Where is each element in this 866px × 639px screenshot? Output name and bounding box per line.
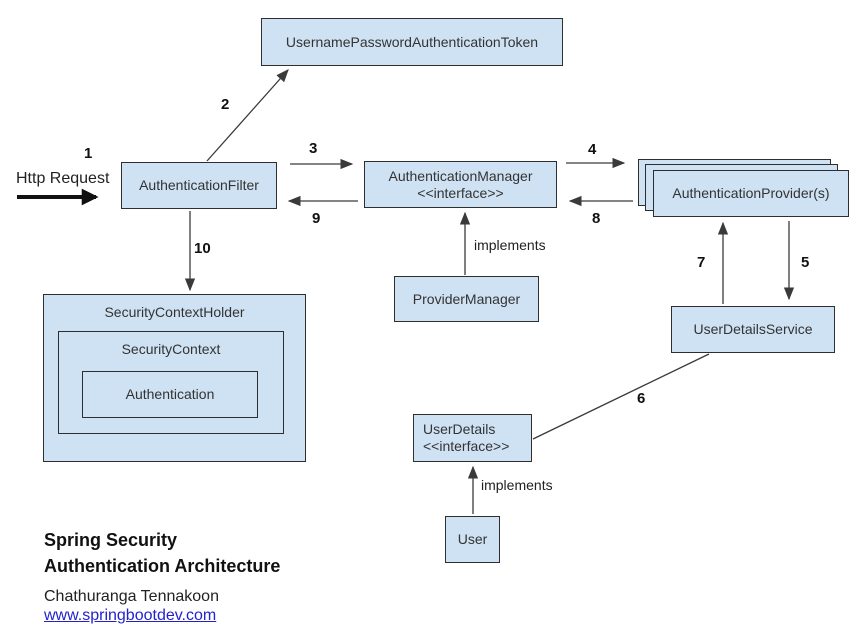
diagram-title-line1: Spring Security bbox=[44, 530, 178, 550]
node-label: User bbox=[457, 531, 488, 547]
website-link[interactable]: www.springbootdev.com bbox=[44, 607, 217, 624]
node-username-password-authentication-token: UsernamePasswordAuthenticationToken bbox=[261, 18, 563, 66]
edge-label-step2: 2 bbox=[221, 96, 230, 113]
edge-label-step1: 1 bbox=[84, 145, 93, 162]
node-user-details: UserDetails <<interface>> bbox=[413, 414, 532, 462]
node-authentication-providers: AuthenticationProvider(s) bbox=[653, 170, 849, 217]
node-user-details-service: UserDetailsService bbox=[671, 306, 835, 353]
implements-label-user: implements bbox=[481, 477, 553, 493]
node-provider-manager: ProviderManager bbox=[394, 276, 539, 322]
implements-label-provider-manager: implements bbox=[474, 237, 546, 253]
edge-step6 bbox=[532, 353, 710, 440]
edge-label-step3: 3 bbox=[309, 140, 318, 157]
node-label: ProviderManager bbox=[412, 290, 521, 307]
node-authentication: Authentication bbox=[82, 371, 258, 418]
node-label: SecurityContext bbox=[121, 341, 221, 357]
node-authentication-manager: AuthenticationManager <<interface>> bbox=[364, 161, 557, 208]
node-label: UserDetailsService bbox=[693, 321, 813, 337]
diagram-title-line2: Authentication Architecture bbox=[44, 556, 281, 576]
edge-label-step7: 7 bbox=[697, 254, 706, 271]
node-label: UserDetails bbox=[423, 421, 496, 437]
edge-label-step8: 8 bbox=[592, 210, 601, 227]
node-label: AuthenticationManager bbox=[388, 167, 533, 184]
edge-step2 bbox=[206, 69, 289, 162]
author-name: Chathuranga Tennakoon bbox=[44, 588, 219, 605]
edge-label-step4: 4 bbox=[588, 141, 597, 158]
node-label: Authentication bbox=[125, 386, 215, 402]
node-label: SecurityContextHolder bbox=[104, 304, 245, 320]
node-stereotype: <<interface>> bbox=[423, 438, 510, 454]
node-user: User bbox=[445, 516, 500, 563]
node-label: UsernamePasswordAuthenticationToken bbox=[285, 33, 539, 50]
diagram-title: Spring Security Authentication Architect… bbox=[44, 527, 280, 579]
edge-label-step5: 5 bbox=[801, 254, 810, 271]
node-label: AuthenticationFilter bbox=[139, 177, 259, 193]
node-label: AuthenticationProvider(s) bbox=[672, 185, 830, 201]
edge-label-step9: 9 bbox=[312, 210, 321, 227]
node-authentication-filter: AuthenticationFilter bbox=[121, 162, 277, 209]
edge-label-step6: 6 bbox=[637, 390, 646, 407]
edge-label-step10: 10 bbox=[194, 240, 211, 257]
http-request-label: Http Request bbox=[16, 170, 110, 187]
node-stereotype: <<interface>> bbox=[417, 184, 504, 201]
